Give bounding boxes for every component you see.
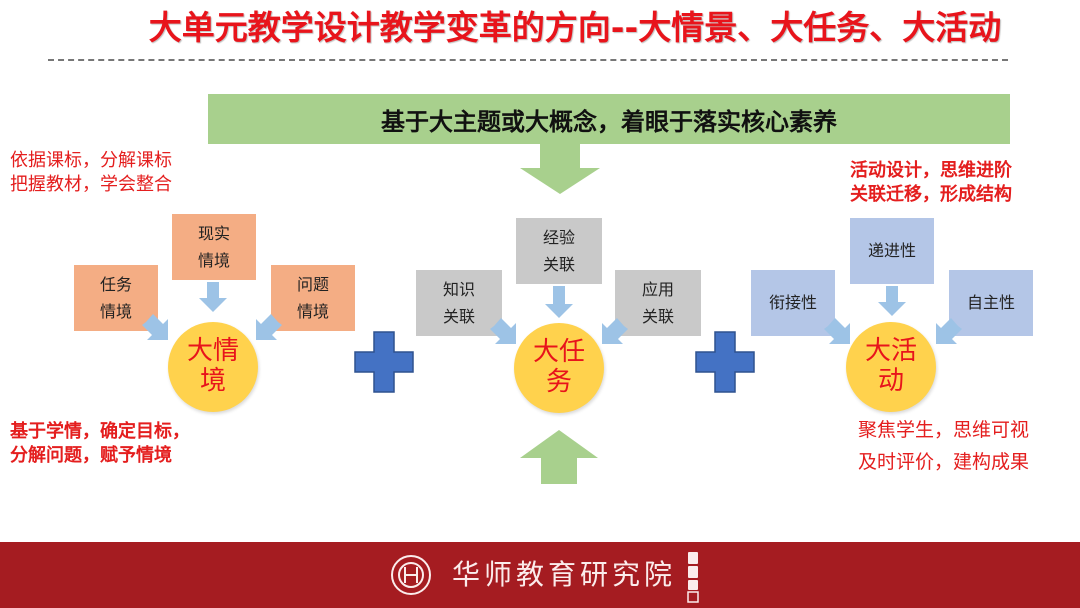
box-progressive: 递进性 bbox=[850, 218, 934, 284]
box-line: 问题 bbox=[296, 274, 329, 294]
arrow-diag-icon bbox=[142, 314, 168, 340]
bottom-big-arrow bbox=[520, 430, 598, 484]
box-line: 关联 bbox=[442, 307, 475, 326]
top-banner: 基于大主题或大概念，着眼于落实核心素养 bbox=[208, 94, 1010, 144]
note-line: 把握教材，学会整合 bbox=[10, 173, 172, 195]
box-line: 自主性 bbox=[966, 293, 1015, 313]
arrow-diag-icon bbox=[602, 318, 628, 344]
box-problem-situation: 问题情境 bbox=[271, 265, 355, 331]
box-line: 应用 bbox=[641, 279, 674, 299]
circle-big-activity: 大活动 bbox=[846, 322, 936, 412]
box-task-situation: 任务情境 bbox=[74, 265, 158, 331]
arrow-down-icon bbox=[545, 286, 573, 318]
box-line: 任务 bbox=[99, 274, 132, 294]
title-divider bbox=[48, 59, 1008, 61]
box-autonomous: 自主性 bbox=[949, 270, 1033, 336]
circle-line: 大活 bbox=[864, 336, 917, 367]
circle-big-task: 大任务 bbox=[514, 323, 604, 413]
arrow-diag-icon bbox=[490, 318, 516, 344]
note-line: 分解问题，赋予情境 bbox=[10, 444, 172, 466]
arrow-diag-icon bbox=[936, 318, 962, 344]
top-big-arrow bbox=[520, 144, 600, 194]
box-line: 经验 bbox=[542, 227, 575, 247]
arrow-diag-icon bbox=[824, 318, 850, 344]
box-line: 情境 bbox=[99, 302, 132, 321]
footer-bar bbox=[0, 542, 1080, 608]
seal-stamp bbox=[687, 552, 699, 603]
circle-line: 务 bbox=[545, 367, 572, 397]
box-application-link: 应用关联 bbox=[615, 270, 701, 336]
circle-line: 大任 bbox=[532, 337, 585, 368]
box-line: 关联 bbox=[641, 307, 674, 326]
box-line: 情境 bbox=[197, 251, 230, 270]
note-bottom-right: 聚焦学生，思维可视 及时评价，建构成果 bbox=[858, 414, 1029, 479]
box-line: 知识 bbox=[442, 279, 475, 299]
note-top-left: 依据课标，分解课标 把握教材，学会整合 bbox=[10, 149, 172, 197]
note-line: 关联迁移，形成结构 bbox=[850, 183, 1012, 205]
note-line: 活动设计，思维进阶 bbox=[850, 160, 1012, 181]
box-line: 递进性 bbox=[867, 241, 916, 261]
circle-big-situation: 大情境 bbox=[168, 322, 258, 412]
note-line: 聚焦学生，思维可视 bbox=[858, 419, 1030, 441]
note-bottom-left: 基于学情，确定目标， 分解问题，赋予情境 bbox=[10, 420, 190, 468]
box-experience-link: 经验关联 bbox=[516, 218, 602, 284]
circle-line: 动 bbox=[877, 366, 904, 396]
note-line: 基于学情，确定目标， bbox=[10, 421, 190, 442]
box-real-situation: 现实情境 bbox=[172, 214, 256, 280]
arrow-diag-icon bbox=[256, 314, 282, 340]
slide-title: 大单元教学设计教学变革的方向--大情景、大任务、大活动 bbox=[148, 8, 1002, 47]
box-line: 现实 bbox=[197, 223, 230, 243]
footer-org-name: 华师教育研究院 bbox=[452, 558, 677, 591]
plus-icon bbox=[695, 331, 755, 393]
plus-icon bbox=[354, 331, 414, 393]
note-top-right: 活动设计，思维进阶 关联迁移，形成结构 bbox=[850, 159, 1012, 207]
box-cohesive: 衔接性 bbox=[751, 270, 835, 336]
circle-line: 境 bbox=[199, 366, 226, 396]
box-line: 衔接性 bbox=[768, 293, 817, 313]
box-knowledge-link: 知识关联 bbox=[416, 270, 502, 336]
box-line: 关联 bbox=[542, 255, 575, 274]
institute-logo bbox=[391, 555, 431, 595]
note-line: 依据课标，分解课标 bbox=[10, 150, 172, 171]
note-line: 及时评价，建构成果 bbox=[858, 451, 1030, 474]
box-line: 情境 bbox=[296, 302, 329, 321]
arrow-down-icon bbox=[878, 286, 906, 316]
circle-line: 大情 bbox=[186, 336, 239, 367]
arrow-down-icon bbox=[199, 282, 227, 312]
